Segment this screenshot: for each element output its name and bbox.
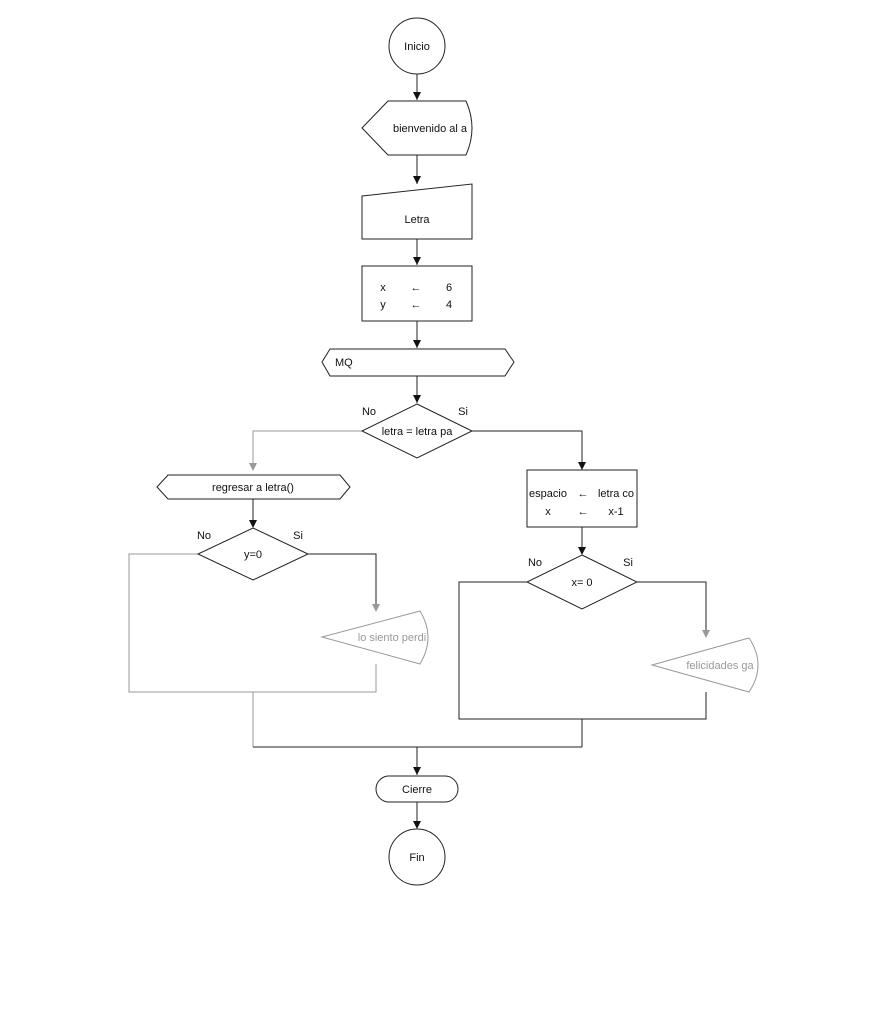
lose-display-node: lo siento perdi: [320, 610, 429, 665]
start-node: Inicio: [388, 17, 446, 75]
no-label: No: [362, 406, 376, 418]
assign-var: espacio: [529, 488, 567, 500]
win-label: felicidades ga: [686, 660, 754, 672]
win-display-node: felicidades ga: [650, 637, 759, 693]
assign-arrow-icon: ←: [411, 299, 422, 311]
end-label: Fin: [409, 852, 424, 864]
subprocess-node: regresar a letra(): [156, 474, 351, 500]
assign-arrow-icon: ←: [578, 488, 589, 500]
close-label: Cierre: [402, 784, 432, 796]
end-node: Fin: [388, 828, 446, 886]
init-value: 6: [446, 282, 452, 294]
yes-label: Si: [458, 406, 468, 418]
lose-label: lo siento perdi: [358, 632, 427, 644]
connectors: [128, 74, 707, 828]
no-label: No: [197, 530, 211, 542]
no-label: No: [528, 557, 542, 569]
yes-label: Si: [623, 557, 633, 569]
init-var: x: [380, 282, 386, 294]
assign-value: letra co: [598, 488, 634, 500]
decision-main-node: letra = letra pa No Si: [360, 403, 474, 459]
assign-value: x-1: [608, 506, 623, 518]
close-node: Cierre: [375, 775, 459, 803]
welcome-label: bienvenido al a: [393, 123, 468, 135]
input-label: Letra: [404, 214, 430, 226]
welcome-display-node: bienvenido al a: [361, 100, 473, 156]
init-var: y: [380, 299, 386, 311]
init-process-node: x ← 6 y ← 4: [361, 265, 473, 322]
init-value: 4: [446, 299, 452, 311]
decision-y-node: y=0 No Si: [196, 527, 310, 581]
start-label: Inicio: [404, 41, 430, 53]
assign-var: x: [545, 506, 551, 518]
yes-label: Si: [293, 530, 303, 542]
assign-process-node: espacio ← letra co x ← x-1: [526, 469, 638, 528]
decision-y-label: y=0: [244, 549, 262, 561]
loop-node: MQ: [321, 348, 515, 377]
decision-x-node: x= 0 No Si: [525, 554, 639, 610]
decision-x-label: x= 0: [571, 577, 592, 589]
assign-arrow-icon: ←: [578, 506, 589, 518]
input-node: Letra: [361, 183, 473, 240]
loop-label: MQ: [335, 357, 353, 369]
assign-arrow-icon: ←: [411, 282, 422, 294]
arrowheads: [249, 92, 710, 829]
subprocess-label: regresar a letra(): [212, 482, 294, 494]
decision-main-label: letra = letra pa: [382, 426, 454, 438]
